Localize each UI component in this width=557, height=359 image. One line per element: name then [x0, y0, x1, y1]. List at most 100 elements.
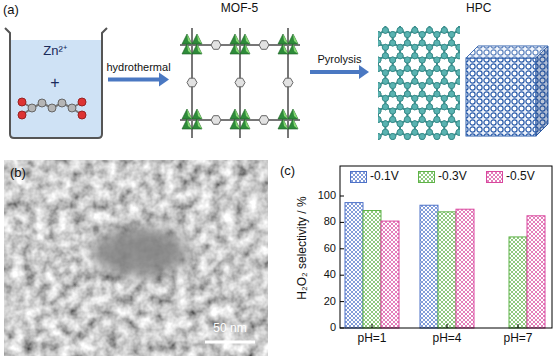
carbon-atom	[404, 108, 410, 114]
carbon-atom	[378, 108, 381, 114]
carbon-atom	[449, 32, 455, 38]
panel-letter: (a)	[3, 3, 19, 18]
carbon-atom	[397, 27, 403, 33]
legend-swatch	[486, 171, 503, 183]
tem-dense-region	[92, 226, 188, 278]
carbon-atom	[390, 66, 396, 72]
carbon-atom	[382, 27, 388, 33]
carbon-atom	[427, 53, 433, 59]
carbon-atom	[412, 95, 418, 101]
carbon-atom	[456, 129, 460, 135]
carbon-atom	[456, 27, 460, 33]
carbon-atom	[427, 53, 433, 59]
tetrahedron-facet	[293, 119, 298, 129]
carbon-atom	[382, 27, 388, 33]
cube-side	[536, 46, 548, 136]
carbon-atom	[434, 83, 440, 89]
carbon-atom	[378, 117, 381, 123]
carbon-atom	[434, 40, 440, 46]
data-bar	[363, 211, 381, 328]
carbon-atom	[427, 121, 433, 127]
carbon-atom	[434, 108, 440, 114]
tick-mark	[340, 301, 344, 302]
carbon-atom	[427, 95, 433, 101]
carbon-atom	[404, 40, 410, 46]
carbon-atom	[427, 129, 433, 135]
carbon-atom	[382, 78, 388, 84]
carbon-atom	[412, 121, 418, 127]
carbon-atom	[404, 57, 410, 63]
carbon-atom	[390, 83, 396, 89]
carbon-atom	[378, 66, 381, 72]
carbon-atom	[441, 70, 447, 76]
carbon-atom	[404, 57, 410, 63]
zn-tetrahedron	[278, 109, 288, 119]
carbon-atom	[412, 44, 418, 50]
tetrahedron-facet	[283, 44, 288, 54]
carbon-atom	[456, 70, 460, 76]
carbon-atom	[378, 83, 381, 89]
carbon-atom	[382, 53, 388, 59]
carbon-atom	[397, 104, 403, 110]
tem-image	[4, 160, 268, 356]
carbon-atom	[378, 57, 381, 63]
carbon-atom	[419, 66, 425, 72]
carbon-atom	[390, 40, 396, 46]
carbon-atom	[449, 40, 455, 46]
carbon-atom	[441, 70, 447, 76]
carbon-atom	[419, 40, 425, 46]
zn-tetrahedron	[240, 109, 250, 119]
carbon-atom	[419, 32, 425, 38]
carbon-atom	[397, 95, 403, 101]
tetrahedron-facet	[245, 34, 250, 44]
tick-label: 60	[324, 242, 336, 255]
carbon-atom	[427, 129, 433, 135]
carbon-atom	[441, 104, 447, 110]
carbon-atom	[456, 95, 460, 101]
carbon-atom	[456, 53, 460, 59]
carbon-atom	[404, 66, 410, 72]
carbon-atom	[404, 40, 410, 46]
carbon-atom	[378, 134, 381, 140]
carbon-atom	[434, 134, 440, 140]
carbon-atom	[419, 40, 425, 46]
carbon-atom	[404, 91, 410, 97]
zn-tetrahedron	[278, 119, 288, 129]
carbon-atom	[382, 70, 388, 76]
carbon-atom	[412, 78, 418, 84]
carbon-atom	[434, 57, 440, 63]
carbon-atom	[434, 117, 440, 123]
carbon-atom	[397, 121, 403, 127]
carbon-atom	[397, 70, 403, 76]
carbon-atom	[378, 108, 381, 114]
carbon-atom	[404, 66, 410, 72]
data-bar	[420, 205, 438, 328]
tick-mark	[340, 196, 344, 197]
carbon-atom	[390, 66, 396, 72]
zn-tetrahedron	[192, 44, 202, 54]
carbon-atom	[382, 70, 388, 76]
carbon-atom	[434, 57, 440, 63]
carbon-atom	[378, 40, 381, 46]
carbon-atom	[449, 91, 455, 97]
carbon-atom	[382, 129, 388, 135]
carbon-atom	[382, 104, 388, 110]
carbon-atom	[456, 129, 460, 135]
carbon-atom	[441, 53, 447, 59]
carbon-atom	[456, 104, 460, 110]
carbon-atom	[427, 44, 433, 50]
carbon-atom	[427, 27, 433, 33]
carbon-atom	[419, 91, 425, 97]
carbon-atom	[378, 66, 381, 72]
oxygen-atom	[18, 98, 26, 106]
carbon-atom	[404, 83, 410, 89]
carbon-atom	[382, 95, 388, 101]
carbon-atom	[441, 104, 447, 110]
carbon-atom	[378, 66, 381, 72]
carbon-atom	[449, 134, 455, 140]
carbon-atom	[378, 91, 381, 97]
tick-mark	[340, 222, 344, 223]
carbon-atom	[412, 70, 418, 76]
panel-letter: (c)	[280, 164, 295, 179]
